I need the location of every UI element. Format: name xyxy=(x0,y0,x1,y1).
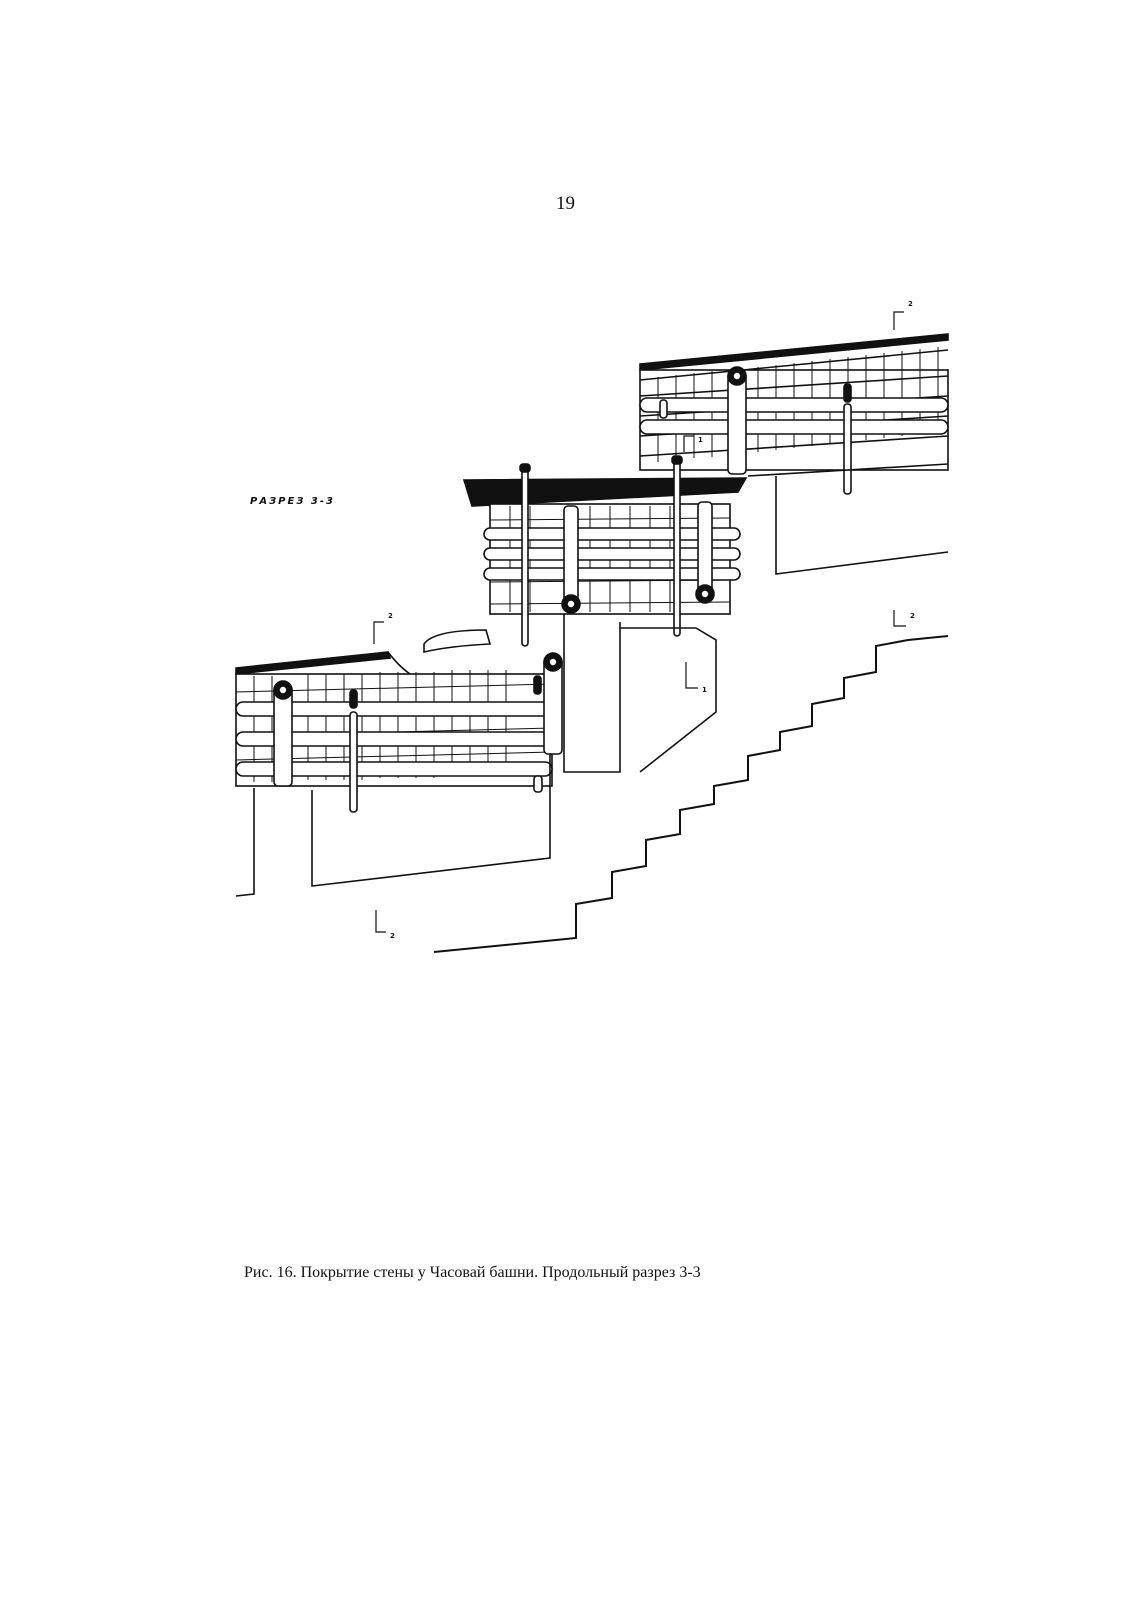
marker-center-bottom: 1 xyxy=(702,686,707,694)
figure-caption: Рис. 16. Покрытие стены у Часовай башни.… xyxy=(244,1264,701,1281)
marker-center-top: 1 xyxy=(698,436,703,444)
section-label: РАЗРЕЗ 3-3 xyxy=(250,496,335,507)
middle-wall-section xyxy=(423,455,748,773)
marker-bottom-left: 2 xyxy=(390,932,395,940)
wall-section-drawing: 2 2 2 2 1 1 xyxy=(235,300,949,953)
upper-wall-section xyxy=(639,333,949,575)
page-number: 19 xyxy=(556,193,575,214)
marker-left-middle: 2 xyxy=(388,612,393,620)
section-markers xyxy=(373,311,906,933)
marker-right-middle: 2 xyxy=(910,612,915,620)
marker-top-right: 2 xyxy=(908,300,913,308)
lower-wall-section xyxy=(235,651,563,897)
marker-labels: 2 2 2 2 1 1 xyxy=(388,300,915,940)
stair-profile xyxy=(433,635,949,953)
